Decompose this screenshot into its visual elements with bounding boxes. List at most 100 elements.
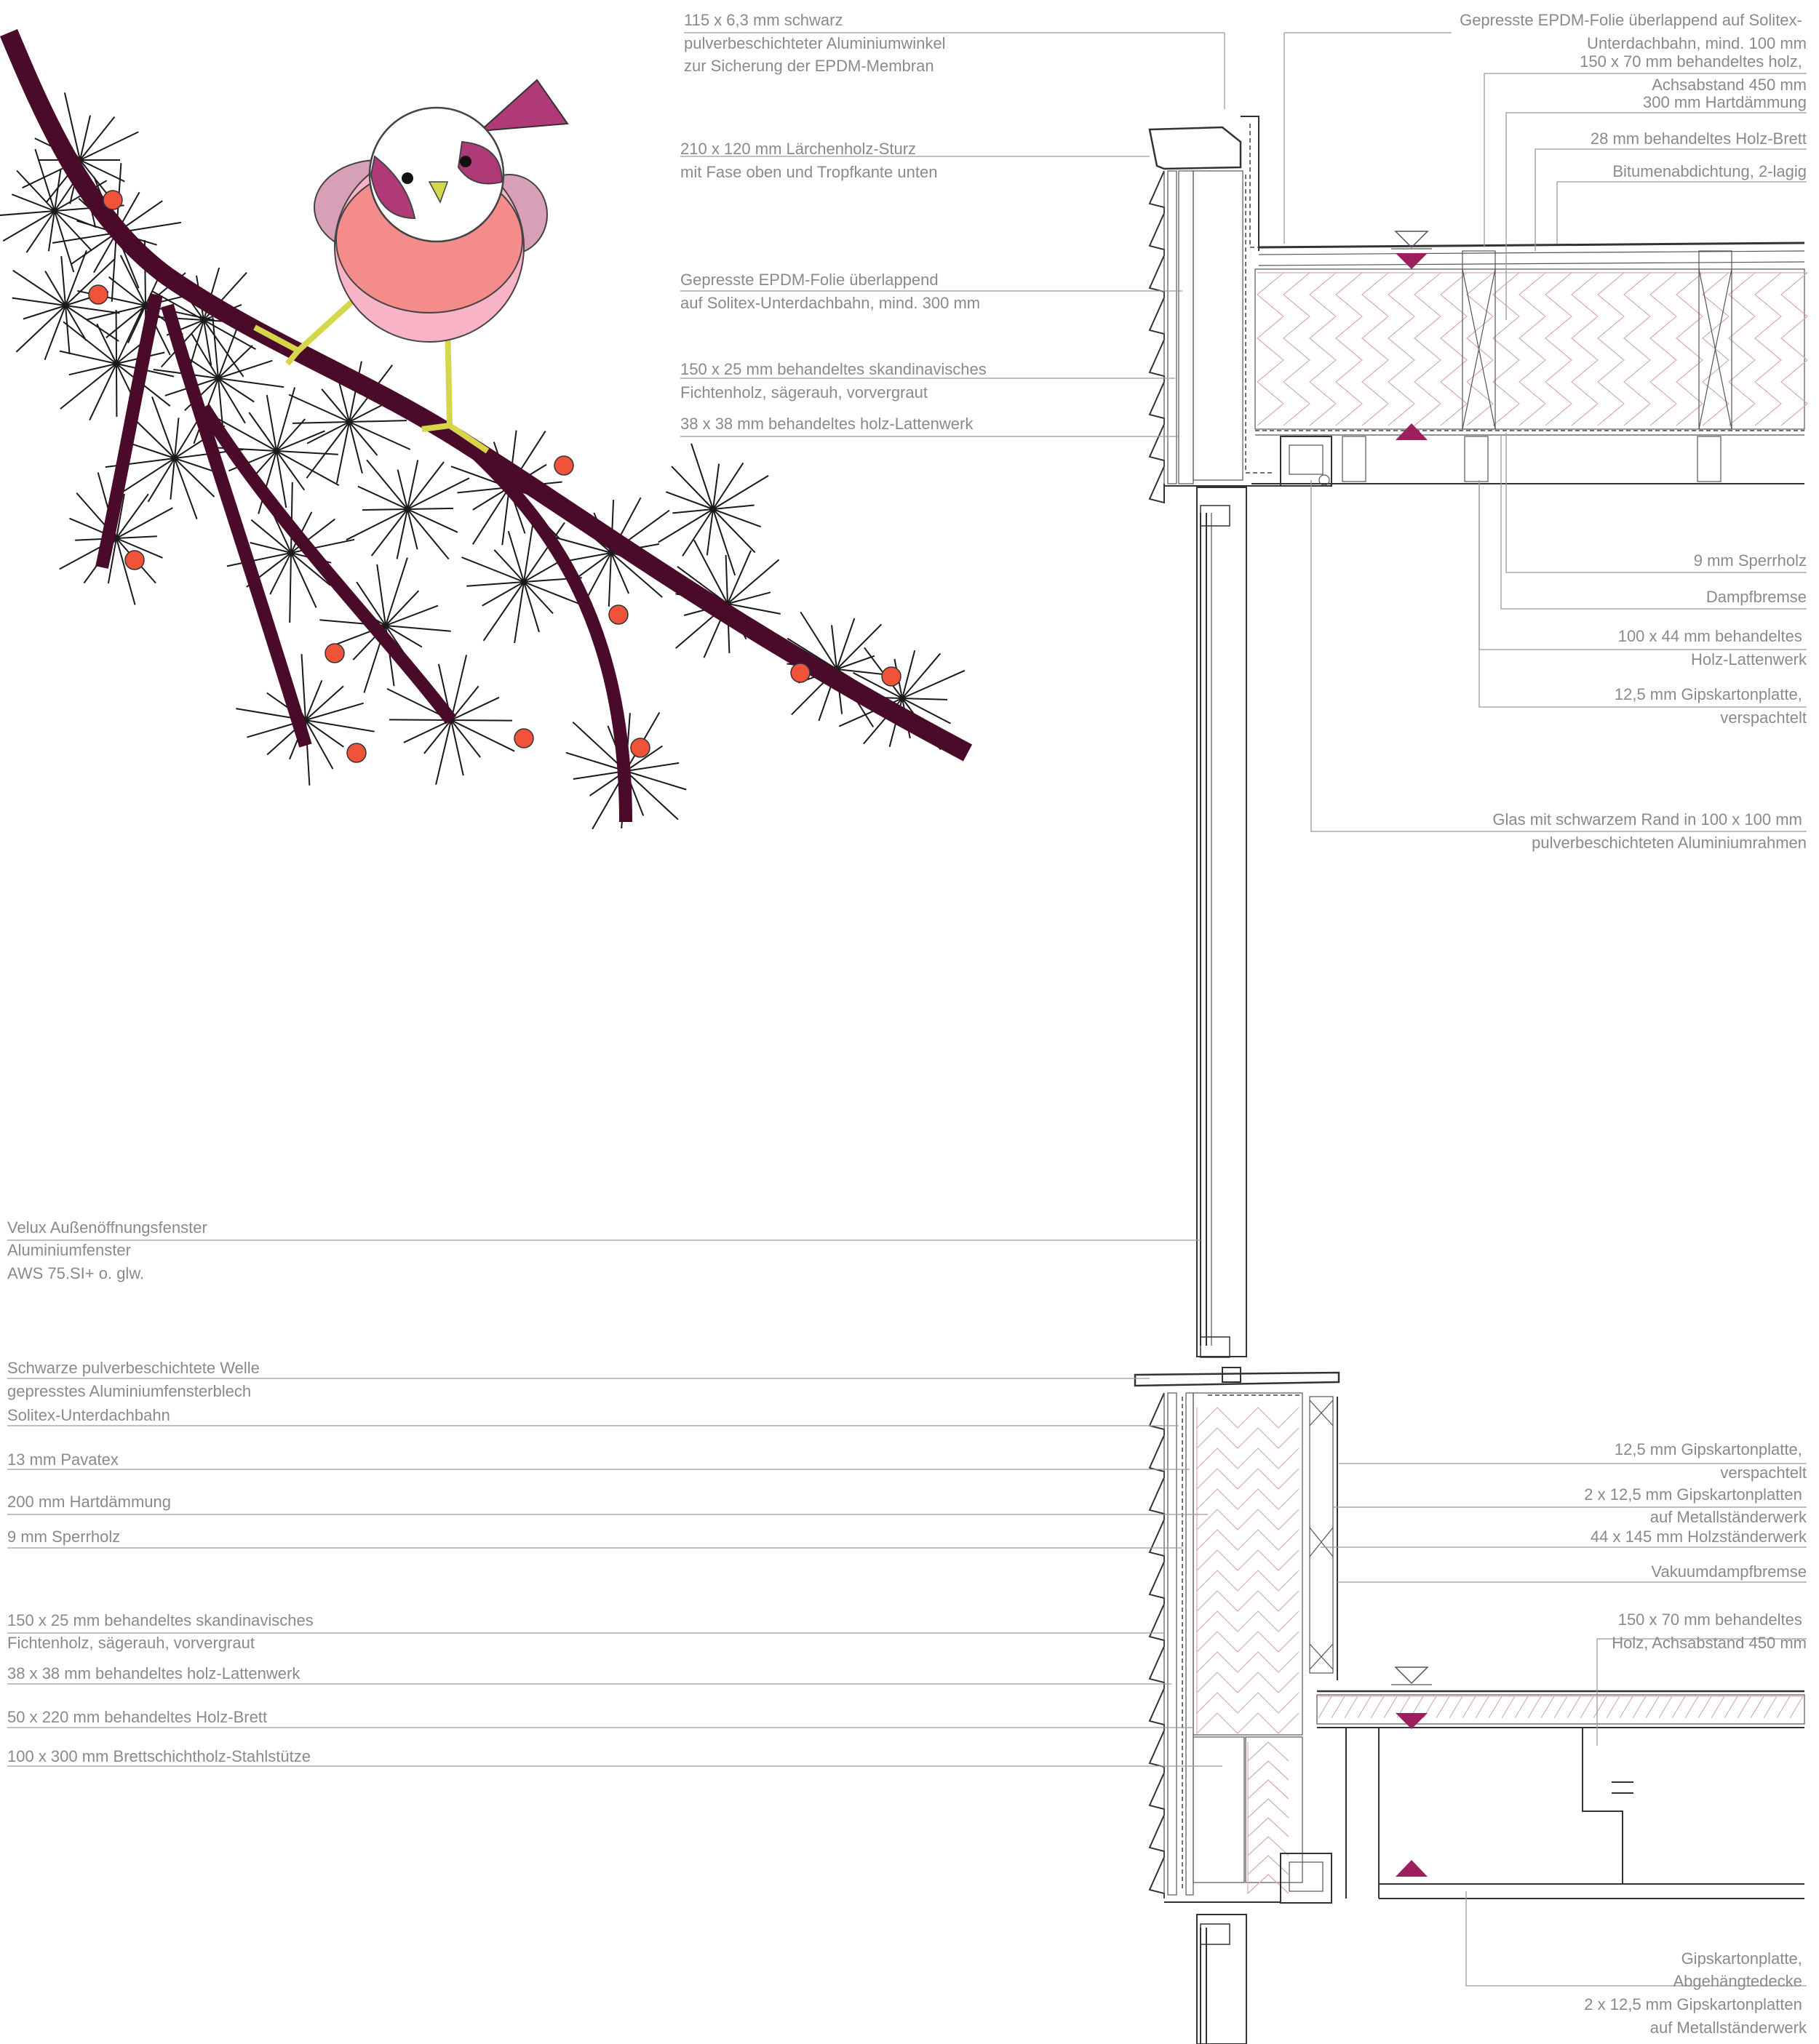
needle: [305, 719, 344, 748]
needle: [15, 305, 66, 353]
needle: [482, 581, 525, 607]
leader-mr-1: [1500, 435, 1807, 610]
needle: [457, 487, 510, 494]
needle: [370, 508, 408, 556]
batten-1: [1342, 436, 1366, 482]
needle: [44, 305, 66, 361]
leader-tr-0: [1283, 32, 1452, 244]
needle: [493, 549, 525, 583]
needle: [47, 210, 55, 252]
needle: [106, 305, 146, 339]
cladding-upper-boards: [1148, 170, 1165, 504]
needle: [71, 232, 117, 266]
cladding-lower: [1148, 1392, 1165, 1899]
needle: [712, 462, 744, 510]
needle: [727, 603, 781, 615]
berry: [103, 190, 123, 210]
needle: [349, 421, 378, 456]
sill-block: [1222, 1367, 1241, 1383]
needle: [712, 508, 762, 528]
needle: [450, 696, 500, 721]
roof-insulation-pattern: [1257, 272, 1809, 426]
label-epdm-100: Gepresste EPDM-Folie überlappend auf Sol…: [1460, 11, 1807, 52]
needle: [60, 256, 66, 306]
needle: [305, 685, 344, 721]
needle: [690, 443, 714, 510]
label-plywood-wall: 9 mm Sperrholz: [7, 1528, 120, 1546]
hanger: [1582, 1728, 1633, 1884]
needle: [712, 508, 736, 576]
needle: [625, 770, 679, 821]
needle: [96, 323, 117, 364]
leader-tl-0: [684, 32, 1225, 109]
level-marker-floor: [1391, 1666, 1432, 1729]
needle: [111, 232, 117, 302]
wall-floor-section: [1148, 1392, 1805, 1904]
needle: [555, 537, 612, 554]
window-top-fitting: [1200, 505, 1230, 527]
needle: [665, 491, 714, 510]
needle: [203, 319, 244, 378]
needle: [276, 450, 338, 455]
berry: [881, 666, 901, 687]
needle: [403, 719, 452, 743]
wall-insulation-pattern: [1196, 1407, 1299, 1735]
needle: [2, 210, 55, 242]
needle: [25, 210, 55, 253]
leader-tr-3: [1535, 148, 1807, 251]
needle: [335, 421, 350, 484]
needle: [116, 538, 136, 605]
needle: [123, 458, 175, 492]
needle: [693, 539, 728, 604]
roof-board-bottom: [1258, 261, 1805, 266]
label-plywood-roof: 9 mm Sperrholz: [1694, 551, 1807, 570]
needle: [727, 550, 752, 604]
needle: [385, 625, 423, 648]
needle: [407, 507, 454, 510]
bird-cheek-right: [457, 140, 503, 185]
needle: [407, 508, 458, 533]
needle: [218, 378, 255, 403]
needle: [65, 305, 71, 354]
sub-branch-2: [161, 303, 312, 748]
needle: [127, 305, 146, 344]
needle: [79, 115, 91, 161]
needle: [269, 552, 292, 595]
lintel-inner: [1193, 170, 1243, 481]
needle: [727, 559, 780, 604]
needle: [836, 623, 883, 670]
needle: [725, 554, 728, 604]
needle: [450, 719, 464, 776]
window-head-frame: [1280, 436, 1332, 487]
berry: [124, 550, 145, 570]
needle: [203, 319, 212, 366]
level-marker-ceiling-lower-solid: [1396, 1860, 1428, 1877]
needle: [727, 591, 771, 604]
needle: [266, 394, 277, 452]
needle: [174, 418, 180, 459]
needle: [79, 116, 116, 161]
lower-insulation-zigzag: [1247, 1741, 1289, 1895]
needle: [321, 388, 350, 423]
needle: [396, 508, 408, 559]
level-marker-top: [1391, 231, 1432, 269]
needle: [901, 698, 951, 724]
stud-x-3: [1309, 1643, 1334, 1670]
label-roof-insulation: 300 mm Hartdämmung: [1643, 93, 1807, 111]
needle: [836, 655, 875, 670]
label-lath-lower: 38 x 38 mm behandeltes holz-Lattenwerk: [7, 1664, 300, 1682]
window-head-seal: [1318, 474, 1330, 486]
needle: [276, 450, 340, 487]
needle: [65, 305, 87, 341]
needle: [248, 412, 277, 452]
label-roof-board: 28 mm behandeltes Holz-Brett: [1591, 129, 1807, 148]
needle: [119, 255, 146, 306]
window-sill: [1134, 1371, 1340, 1387]
batten-3: [1697, 436, 1722, 482]
window-lower: [1196, 1914, 1247, 2044]
needle: [258, 450, 277, 514]
leader-tr-1: [1484, 73, 1807, 247]
rafter-1-x: [1462, 268, 1496, 430]
berry: [630, 738, 650, 758]
